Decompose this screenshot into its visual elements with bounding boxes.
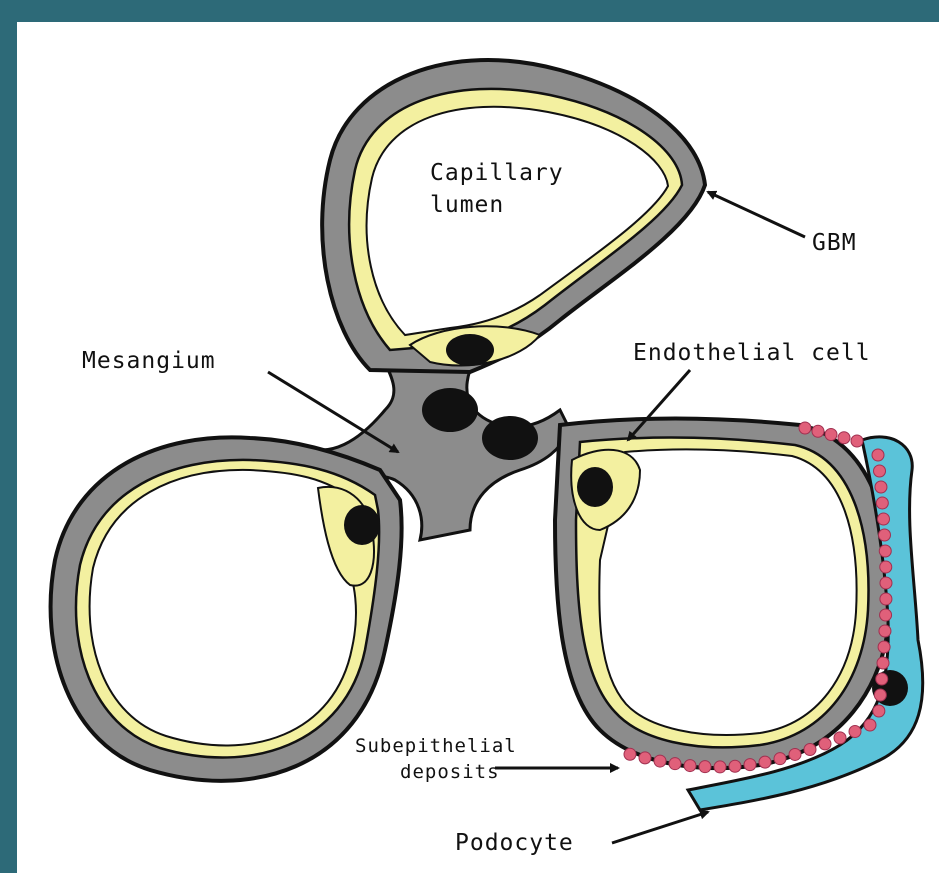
- deposit-dot: [825, 429, 837, 441]
- deposit-dot: [878, 641, 890, 653]
- deposit-dot: [838, 432, 850, 444]
- capillary-lumen-label-line2: lumen: [430, 192, 504, 218]
- deposit-dot: [812, 425, 824, 437]
- deposit-dot: [880, 593, 892, 605]
- capillary-lumen-label-line1: Capillary: [430, 160, 564, 186]
- deposit-dot: [669, 758, 681, 770]
- deposit-dot: [759, 756, 771, 768]
- deposit-dot: [684, 760, 696, 772]
- deposit-dot: [876, 497, 888, 509]
- deposit-dot: [799, 422, 811, 434]
- deposit-dot: [639, 752, 651, 764]
- endothelial-nucleus: [344, 505, 380, 545]
- deposit-dot: [873, 705, 885, 717]
- deposit-dot: [872, 449, 884, 461]
- deposit-dot: [880, 577, 892, 589]
- deposit-dot: [834, 732, 846, 744]
- gbm-label: GBM: [812, 230, 857, 256]
- deposit-dot: [880, 609, 892, 621]
- deposit-dot: [774, 753, 786, 765]
- deposit-dot: [849, 726, 861, 738]
- deposit-dot: [878, 513, 890, 525]
- subepithelial-deposits-label-line1: Subepithelial: [355, 735, 517, 757]
- deposit-dot: [714, 761, 726, 773]
- deposit-dot: [878, 529, 890, 541]
- deposit-dot: [864, 719, 876, 731]
- podocyte-arrow: [612, 812, 708, 843]
- subepithelial-deposits-label-line2: deposits: [400, 761, 500, 783]
- mesangium-label: Mesangium: [82, 348, 216, 374]
- deposit-dot: [877, 657, 889, 669]
- deposit-dot: [851, 435, 863, 447]
- deposit-dot: [876, 673, 888, 685]
- top-capillary-lumen: [367, 107, 668, 335]
- deposit-dot: [804, 743, 816, 755]
- deposit-dot: [789, 748, 801, 760]
- endothelial-nucleus: [446, 334, 494, 366]
- deposit-dot: [880, 561, 892, 573]
- deposit-dot: [729, 760, 741, 772]
- endothelial-nucleus: [577, 467, 613, 507]
- podocyte-label: Podocyte: [455, 830, 574, 856]
- deposit-dot: [699, 761, 711, 773]
- deposit-dot: [874, 465, 886, 477]
- mesangial-nucleus: [422, 388, 478, 432]
- deposit-dot: [879, 625, 891, 637]
- deposit-dot: [819, 738, 831, 750]
- gbm-arrow: [708, 192, 805, 237]
- left-capillary-lumen: [90, 470, 356, 746]
- deposit-dot: [744, 759, 756, 771]
- deposit-dot: [879, 545, 891, 557]
- deposit-dot: [874, 689, 886, 701]
- deposit-dot: [875, 481, 887, 493]
- deposit-dot: [624, 748, 636, 760]
- mesangial-nucleus: [482, 416, 538, 460]
- endothelial-cell-label: Endothelial cell: [633, 340, 871, 366]
- deposit-dot: [654, 755, 666, 767]
